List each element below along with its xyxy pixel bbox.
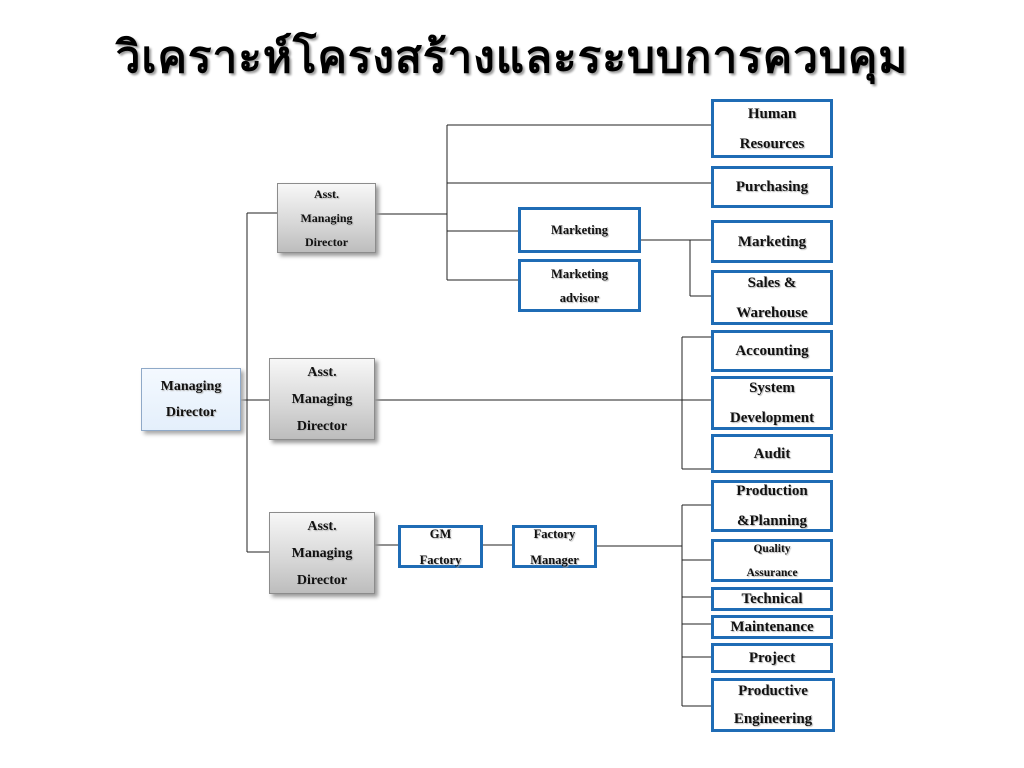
node-label: System Development xyxy=(729,380,815,426)
node-label: Quality Assurance xyxy=(746,542,798,579)
node-label: Maintenance xyxy=(730,619,814,635)
node-gm-factory: GM Factory xyxy=(398,525,483,568)
node-label: Managing Director xyxy=(160,378,222,420)
node-label: Purchasing xyxy=(735,179,809,195)
node-production-planning: Production &Planning xyxy=(711,480,833,532)
node-label: Accounting xyxy=(735,343,809,359)
node-productive-engineering: Productive Engineering xyxy=(711,678,835,732)
node-asst-md-3: Asst. Managing Director xyxy=(269,512,375,594)
node-label: Productive Engineering xyxy=(733,683,813,727)
node-label: Human Resources xyxy=(739,105,805,152)
node-label: Project xyxy=(748,650,796,666)
node-label: Audit xyxy=(753,445,791,462)
node-human-resources: Human Resources xyxy=(711,99,833,158)
node-managing-director: Managing Director xyxy=(141,368,241,431)
node-marketing-mid: Marketing xyxy=(518,207,641,253)
node-label: Factory Manager xyxy=(530,526,579,567)
node-label: Asst. Managing Director xyxy=(291,518,353,588)
node-label: Production &Planning xyxy=(736,483,808,529)
node-label: Technical xyxy=(741,591,803,607)
node-label: Asst. Managing Director xyxy=(300,187,353,249)
node-label: Sales & Warehouse xyxy=(736,274,808,321)
node-label: Marketing xyxy=(551,223,608,237)
node-marketing-advisor: Marketing advisor xyxy=(518,259,641,312)
node-label: Marketing xyxy=(737,233,807,250)
node-label: GM Factory xyxy=(419,526,462,567)
page-title: วิเคราะห์โครงสร้างและระบบการควบคุม xyxy=(115,32,909,83)
node-factory-manager: Factory Manager xyxy=(512,525,597,568)
node-technical: Technical xyxy=(711,587,833,611)
node-system-development: System Development xyxy=(711,376,833,430)
node-accounting: Accounting xyxy=(711,330,833,372)
node-maintenance: Maintenance xyxy=(711,615,833,639)
node-audit: Audit xyxy=(711,434,833,473)
node-quality-assurance: Quality Assurance xyxy=(711,539,833,582)
node-asst-md-2: Asst. Managing Director xyxy=(269,358,375,440)
node-asst-md-1: Asst. Managing Director xyxy=(277,183,376,253)
node-project: Project xyxy=(711,643,833,673)
node-purchasing: Purchasing xyxy=(711,166,833,208)
node-label: Asst. Managing Director xyxy=(291,364,353,434)
node-marketing: Marketing xyxy=(711,220,833,263)
node-label: Marketing advisor xyxy=(551,266,608,305)
node-sales-warehouse: Sales & Warehouse xyxy=(711,270,833,325)
